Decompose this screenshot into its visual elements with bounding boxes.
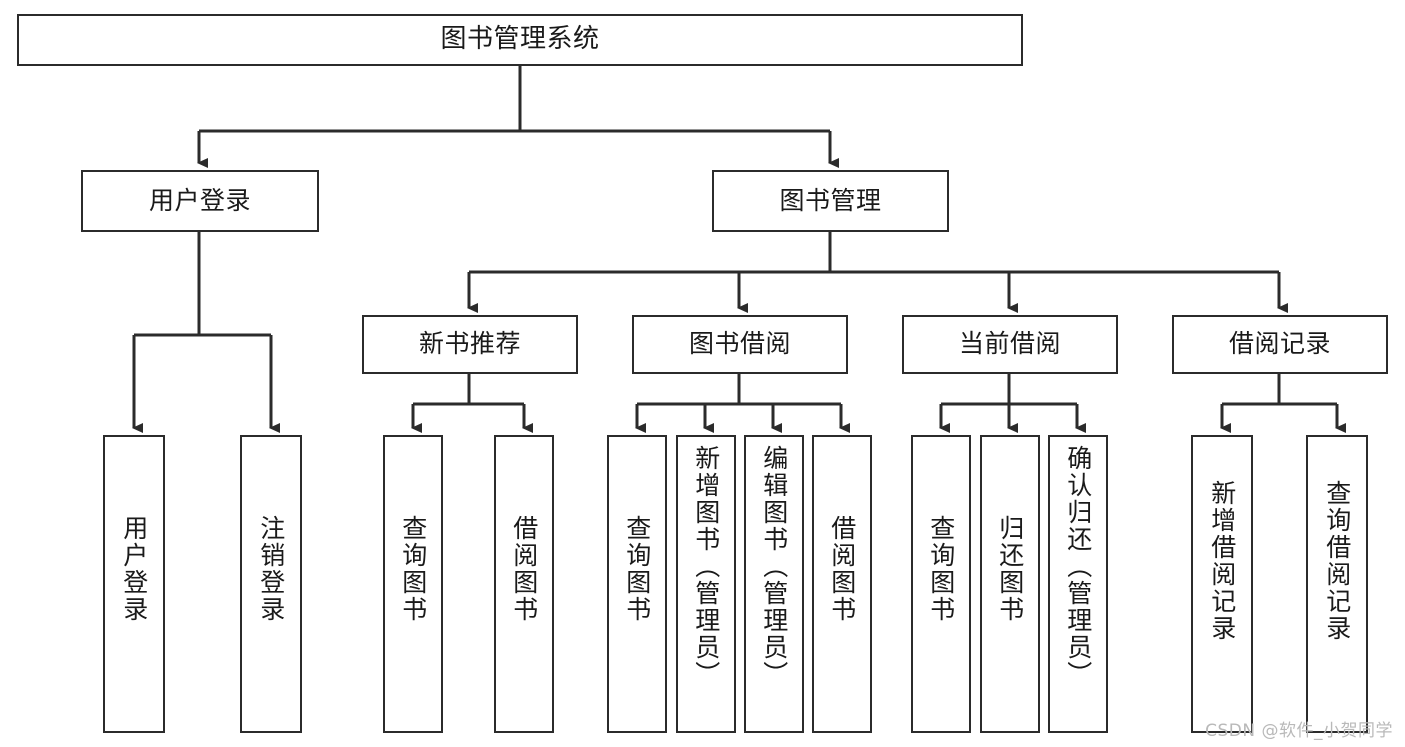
leaf-edit-book[interactable]: 编辑图书（管理员） [744,435,804,733]
node-new-book-rec[interactable]: 新书推荐 [362,315,578,374]
node-user-login[interactable]: 用户登录 [81,170,319,232]
leaf-edit-book-label: 编辑图书（管理员） [759,445,789,688]
node-book-manage[interactable]: 图书管理 [712,170,949,232]
leaf-query-record-label: 查询借阅记录 [1322,480,1352,642]
leaf-add-book-label: 新增图书（管理员） [691,445,721,688]
node-book-borrow[interactable]: 图书借阅 [632,315,848,374]
node-book-manage-label: 图书管理 [779,185,882,215]
leaf-query-book-3[interactable]: 查询图书 [911,435,971,733]
node-root-label: 图书管理系统 [440,24,600,55]
node-borrow-record[interactable]: 借阅记录 [1172,315,1388,374]
leaf-query-book-1[interactable]: 查询图书 [383,435,443,733]
leaf-return-book[interactable]: 归还图书 [980,435,1040,733]
leaf-logout-label: 注销登录 [256,515,286,623]
leaf-user-login-label: 用户登录 [119,515,149,623]
node-current-borrow[interactable]: 当前借阅 [902,315,1118,374]
leaf-borrow-book-2-label: 借阅图书 [827,515,857,623]
node-root[interactable]: 图书管理系统 [17,14,1023,66]
leaf-query-record[interactable]: 查询借阅记录 [1306,435,1368,733]
leaf-add-book[interactable]: 新增图书（管理员） [676,435,736,733]
leaf-logout[interactable]: 注销登录 [240,435,302,733]
leaf-borrow-book-1[interactable]: 借阅图书 [494,435,554,733]
leaf-borrow-book-1-label: 借阅图书 [509,515,539,623]
node-borrow-record-label: 借阅记录 [1228,329,1331,359]
leaf-confirm-return-label: 确认归还（管理员） [1063,445,1093,688]
node-new-book-rec-label: 新书推荐 [418,329,521,359]
leaf-return-book-label: 归还图书 [995,515,1025,623]
leaf-query-book-2-label: 查询图书 [622,515,652,623]
node-book-borrow-label: 图书借阅 [688,329,791,359]
leaf-add-record-label: 新增借阅记录 [1207,480,1237,642]
node-user-login-label: 用户登录 [148,185,251,215]
leaf-borrow-book-2[interactable]: 借阅图书 [812,435,872,733]
leaf-confirm-return[interactable]: 确认归还（管理员） [1048,435,1108,733]
watermark: CSDN @软件_小贺同学 [1205,721,1393,741]
leaf-query-book-2[interactable]: 查询图书 [607,435,667,733]
leaf-user-login[interactable]: 用户登录 [103,435,165,733]
leaf-add-record[interactable]: 新增借阅记录 [1191,435,1253,733]
leaf-query-book-3-label: 查询图书 [926,515,956,623]
node-current-borrow-label: 当前借阅 [958,329,1061,359]
leaf-query-book-1-label: 查询图书 [398,515,428,623]
